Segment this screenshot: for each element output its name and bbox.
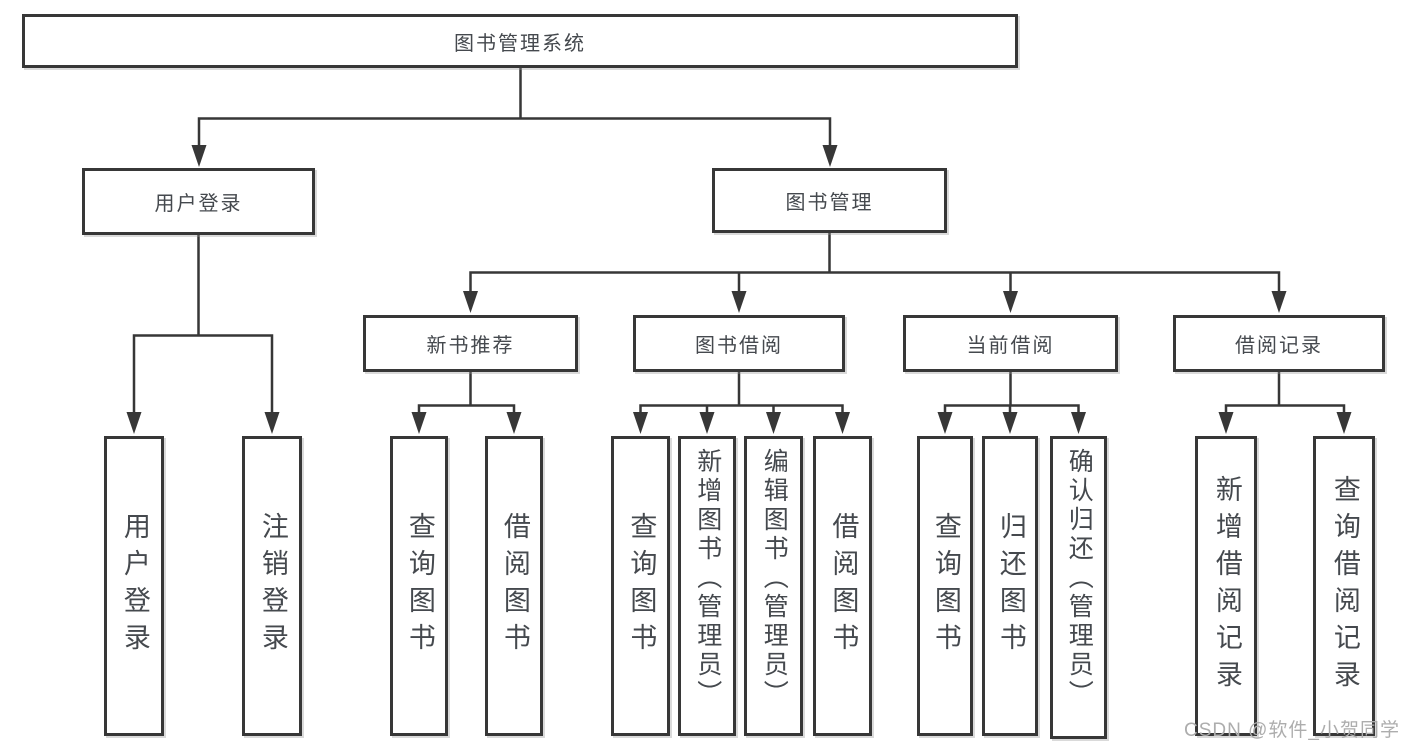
node-label: 用户登录	[154, 193, 243, 215]
node-library-management-system: 图书管理系统	[22, 14, 1018, 68]
leaf-borrow-books-recommend: 借阅图书	[485, 436, 543, 736]
arrow-down-icon	[766, 412, 781, 434]
connector-paths	[132, 68, 1346, 414]
leaf-label: 编辑图书（管理员）	[760, 448, 789, 709]
leaf-logout: 注销登录	[242, 436, 302, 736]
arrow-down-icon	[506, 412, 522, 434]
leaf-edit-books-admin: 编辑图书（管理员）	[744, 436, 803, 736]
arrow-down-icon	[937, 412, 953, 434]
arrow-down-icon	[411, 412, 427, 434]
leaf-query-borrow-record: 查询借阅记录	[1313, 436, 1375, 736]
node-label: 图书借阅	[695, 335, 783, 357]
leaf-label: 归还图书	[995, 512, 1026, 660]
arrowheads	[126, 145, 1352, 434]
arrow-down-icon	[463, 291, 478, 313]
arrow-down-icon	[1218, 412, 1234, 434]
leaf-add-books-admin: 新增图书（管理员）	[678, 436, 736, 736]
node-label: 图书管理	[785, 192, 874, 214]
leaf-return-books: 归还图书	[982, 436, 1038, 736]
leaf-label: 用户登录	[119, 512, 150, 660]
leaf-label: 借阅图书	[828, 512, 859, 660]
node-book-management: 图书管理	[712, 168, 947, 233]
csdn-watermark: CSDN @软件_小贺同学	[1184, 720, 1400, 741]
leaf-label: 借阅图书	[499, 512, 530, 660]
leaf-label: 新增图书（管理员）	[693, 448, 722, 709]
leaf-confirm-return-admin: 确认归还（管理员）	[1050, 436, 1107, 739]
node-label: 借阅记录	[1235, 335, 1323, 357]
leaf-label: 查询图书	[930, 512, 961, 660]
node-label: 新书推荐	[426, 335, 515, 357]
leaf-query-books-borrowing: 查询图书	[611, 436, 670, 736]
arrow-down-icon	[191, 145, 207, 167]
node-borrowing-records: 借阅记录	[1173, 315, 1385, 372]
connector-borrowing-to-leaves	[639, 372, 844, 414]
arrow-down-icon	[633, 412, 648, 434]
arrow-down-icon	[1002, 412, 1018, 434]
connector-current-to-leaves	[943, 372, 1080, 414]
leaf-query-books-recommend: 查询图书	[390, 436, 448, 736]
leaf-borrow-books: 借阅图书	[813, 436, 872, 736]
arrow-down-icon	[1003, 291, 1018, 313]
arrow-down-icon	[699, 412, 715, 434]
leaf-label: 新增借阅记录	[1211, 475, 1242, 697]
arrow-down-icon	[264, 412, 280, 434]
node-label: 当前借阅	[966, 335, 1055, 357]
leaf-label: 查询图书	[404, 512, 435, 660]
arrow-down-icon	[126, 412, 142, 434]
leaf-label: 查询借阅记录	[1329, 475, 1360, 697]
arrow-down-icon	[835, 412, 850, 434]
node-current-borrowing: 当前借阅	[903, 315, 1118, 372]
node-label: 图书管理系统	[454, 32, 586, 55]
arrow-down-icon	[822, 145, 838, 167]
arrow-down-icon	[1071, 412, 1086, 434]
leaf-query-books-current: 查询图书	[917, 436, 973, 736]
leaf-label: 查询图书	[626, 512, 657, 660]
arrow-down-icon	[1336, 412, 1352, 434]
connector-records-to-leaves	[1224, 372, 1346, 414]
leaf-label: 注销登录	[257, 512, 288, 660]
node-new-book-recommendation: 新书推荐	[363, 315, 578, 372]
leaf-label: 确认归还（管理员）	[1065, 448, 1094, 709]
node-book-borrowing: 图书借阅	[633, 315, 845, 372]
arrow-down-icon	[731, 291, 747, 313]
connector-userlogin-to-leaves	[132, 235, 274, 414]
leaf-user-login: 用户登录	[104, 436, 164, 736]
connector-root-to-level2	[197, 68, 832, 147]
leaf-add-borrow-record: 新增借阅记录	[1195, 436, 1257, 736]
connector-newbook-to-leaves	[417, 372, 516, 414]
arrow-down-icon	[1271, 291, 1287, 313]
node-user-login: 用户登录	[82, 168, 315, 235]
connector-bookmgmt-to-level3	[469, 233, 1281, 294]
